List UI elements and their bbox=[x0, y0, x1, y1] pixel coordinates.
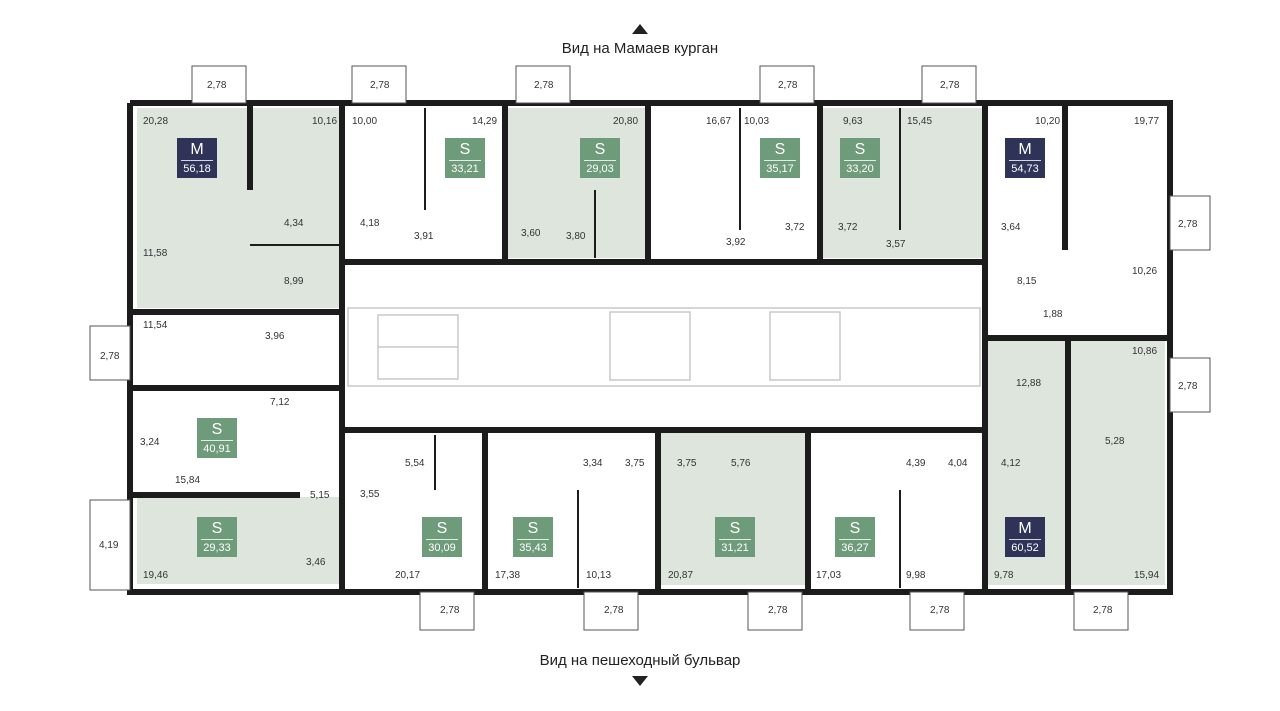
balcony-area: 2,78 bbox=[940, 80, 960, 91]
room-area: 1,88 bbox=[1043, 309, 1063, 320]
room-area: 3,46 bbox=[306, 557, 326, 568]
bottom-view-label: Вид на пешеходный бульвар bbox=[539, 652, 741, 669]
room-area: 8,99 bbox=[284, 276, 304, 287]
partitions bbox=[250, 108, 901, 588]
room-area: 4,19 bbox=[99, 540, 119, 551]
balcony-area: 2,78 bbox=[768, 605, 788, 616]
room-area: 14,29 bbox=[472, 116, 498, 127]
room-area: 3,34 bbox=[583, 458, 603, 469]
room-area: 3,57 bbox=[886, 239, 906, 250]
room-area: 4,39 bbox=[906, 458, 926, 469]
room-area: 3,55 bbox=[360, 489, 380, 500]
room-area: 17,03 bbox=[816, 570, 842, 581]
room-area: 10,13 bbox=[586, 570, 612, 581]
room-area: 15,84 bbox=[175, 475, 201, 486]
corridor-core bbox=[347, 307, 981, 387]
balcony-area: 2,78 bbox=[1178, 381, 1198, 392]
room-area: 10,86 bbox=[1132, 346, 1158, 357]
room-area: 5,76 bbox=[731, 458, 751, 469]
room-area: 4,04 bbox=[948, 458, 968, 469]
balcony-area: 2,78 bbox=[100, 351, 120, 362]
top-view-label: Вид на Мамаев курган bbox=[561, 40, 719, 57]
room-area: 5,54 bbox=[405, 458, 425, 469]
room-area: 4,12 bbox=[1001, 458, 1021, 469]
balcony-area: 2,78 bbox=[930, 605, 950, 616]
room-area: 3,64 bbox=[1001, 222, 1021, 233]
room-area: 8,15 bbox=[1017, 276, 1037, 287]
room-area: 12,88 bbox=[1016, 378, 1042, 389]
north-arrow-icon bbox=[632, 24, 648, 34]
room-area: 10,00 bbox=[352, 116, 378, 127]
south-arrow-icon bbox=[632, 676, 648, 686]
room-area: 20,28 bbox=[143, 116, 169, 127]
room-area: 10,20 bbox=[1035, 116, 1061, 127]
room-area: 4,18 bbox=[360, 218, 380, 229]
room-area: 3,72 bbox=[785, 222, 805, 233]
room-area: 10,16 bbox=[312, 116, 338, 127]
room-area: 10,26 bbox=[1132, 266, 1158, 277]
room-area: 19,77 bbox=[1134, 116, 1160, 127]
room-area: 7,12 bbox=[270, 397, 290, 408]
room-area: 9,63 bbox=[843, 116, 863, 127]
balcony-area: 2,78 bbox=[604, 605, 624, 616]
room-area: 20,87 bbox=[668, 570, 694, 581]
room-area: 3,75 bbox=[625, 458, 645, 469]
room-area: 5,15 bbox=[310, 490, 330, 501]
room-area: 20,17 bbox=[395, 570, 421, 581]
room-area: 3,91 bbox=[414, 231, 434, 242]
balcony-area: 2,78 bbox=[440, 605, 460, 616]
room-area: 16,67 bbox=[706, 116, 732, 127]
room-area: 3,92 bbox=[726, 237, 746, 248]
apartment-fills bbox=[137, 108, 1165, 585]
room-area: 20,80 bbox=[613, 116, 639, 127]
room-area: 3,24 bbox=[140, 437, 160, 448]
balcony-area: 2,78 bbox=[534, 80, 554, 91]
room-area: 4,34 bbox=[284, 218, 304, 229]
room-area: 11,58 bbox=[143, 248, 168, 259]
balcony-area: 2,78 bbox=[370, 80, 390, 91]
room-area: 9,78 bbox=[994, 570, 1014, 581]
room-area: 17,38 bbox=[495, 570, 521, 581]
room-area: 3,96 bbox=[265, 331, 285, 342]
balconies bbox=[89, 65, 1211, 631]
room-area: 10,03 bbox=[744, 116, 770, 127]
balcony-area: 2,78 bbox=[207, 80, 227, 91]
room-area: 3,75 bbox=[677, 458, 697, 469]
room-area: 19,46 bbox=[143, 570, 169, 581]
room-area: 15,94 bbox=[1134, 570, 1160, 581]
room-area: 3,72 bbox=[838, 222, 858, 233]
balcony-area: 2,78 bbox=[778, 80, 798, 91]
room-area: 5,28 bbox=[1105, 436, 1125, 447]
room-area: 3,60 bbox=[521, 228, 541, 239]
walls bbox=[127, 100, 1173, 595]
balcony-area: 2,78 bbox=[1093, 605, 1113, 616]
room-area: 3,80 bbox=[566, 231, 586, 242]
balcony-area: 2,78 bbox=[1178, 219, 1198, 230]
room-area: 11,54 bbox=[143, 320, 168, 331]
room-area: 15,45 bbox=[907, 116, 933, 127]
room-area: 9,98 bbox=[906, 570, 926, 581]
